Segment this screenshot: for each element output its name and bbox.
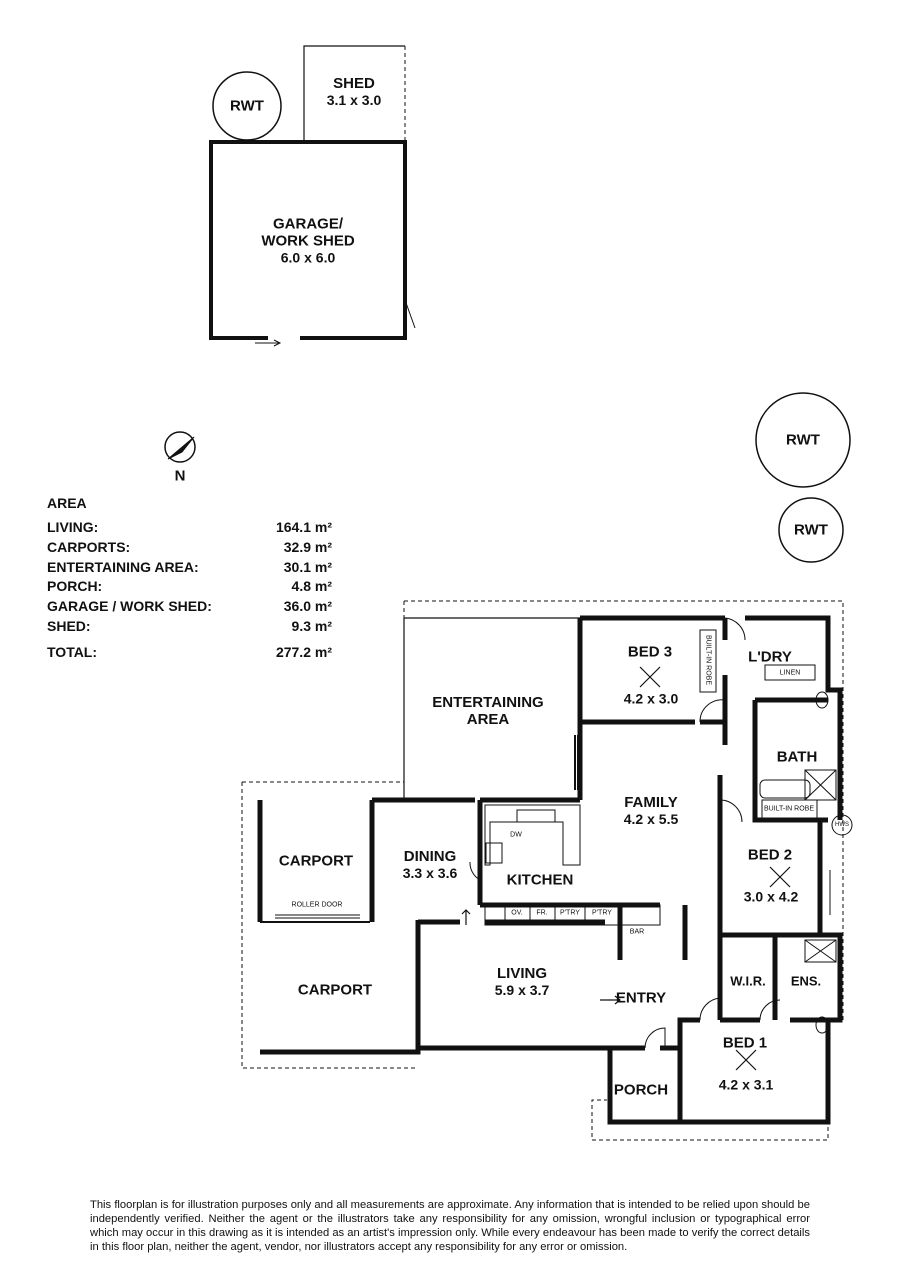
room-carport: CARPORT bbox=[278, 852, 354, 870]
room-bed2-dim: 3.0 x 4.2 bbox=[743, 888, 799, 905]
toilet-icon bbox=[815, 691, 829, 709]
area-value: 30.1 m² bbox=[283, 558, 332, 575]
house-walls bbox=[257, 615, 843, 1125]
area-row: GARAGE / WORK SHED: 36.0 m² bbox=[47, 598, 332, 618]
rwt-label: RWT bbox=[230, 97, 264, 115]
area-table: AREA LIVING: 164.1 m² CARPORTS: 32.9 m² EN… bbox=[47, 495, 332, 664]
robe-label: BUILT-IN ROBE bbox=[763, 805, 815, 813]
area-row: SHED: 9.3 m² bbox=[47, 618, 332, 638]
room-bed3-dim: 4.2 x 3.0 bbox=[623, 690, 679, 707]
toilet-icon bbox=[815, 1016, 829, 1034]
area-row: CARPORTS: 32.9 m² bbox=[47, 539, 332, 559]
rwt-tank bbox=[778, 497, 844, 563]
room-dim: 4.2 x 5.5 bbox=[623, 811, 679, 827]
room-entry: ENTRY bbox=[615, 989, 667, 1007]
oven-label: OV. bbox=[511, 909, 523, 917]
linen bbox=[764, 664, 816, 681]
area-label: SHED: bbox=[47, 617, 91, 634]
disclaimer: This floorplan is for illustration purpo… bbox=[90, 1199, 810, 1253]
area-row: PORCH: 4.8 m² bbox=[47, 578, 332, 598]
bath-tub-icon bbox=[759, 779, 811, 799]
room-name: DINING bbox=[403, 848, 457, 865]
area-value: 164.1 m² bbox=[275, 519, 332, 535]
area-value: 9.3 m² bbox=[291, 617, 332, 634]
area-value: 36.0 m² bbox=[283, 598, 332, 615]
fridge-label: FR. bbox=[536, 909, 548, 917]
area-row: ENTERTAINING AREA: 30.1 m² bbox=[47, 559, 332, 579]
robe-label: BUILT-IN ROBE bbox=[704, 634, 712, 686]
room-bed2-name: BED 2 bbox=[747, 846, 793, 864]
rwt-label: RWT bbox=[794, 521, 828, 539]
cooktop-icon bbox=[485, 842, 503, 864]
roof-outline bbox=[241, 600, 844, 1141]
garage-walls bbox=[209, 140, 407, 340]
room-name: AREA bbox=[466, 711, 510, 728]
area-label: CARPORTS: bbox=[47, 538, 131, 555]
robe bbox=[761, 799, 818, 819]
door-swing bbox=[469, 617, 781, 1049]
shower-icon bbox=[804, 939, 837, 963]
garage-dim: 6.0 x 6.0 bbox=[280, 249, 336, 266]
linen-label: LINEN bbox=[779, 669, 801, 677]
north-compass-icon bbox=[164, 431, 196, 463]
dw-label: DW bbox=[510, 831, 522, 839]
rwt-label: RWT bbox=[786, 431, 820, 449]
arrow-icon bbox=[461, 909, 621, 1005]
sliding-door bbox=[400, 735, 579, 801]
area-label: PORCH: bbox=[47, 578, 103, 595]
ceiling-fan-icon bbox=[639, 666, 791, 1071]
garage-name1: GARAGE/ bbox=[272, 215, 343, 233]
room-bed3-name: BED 3 bbox=[627, 643, 673, 661]
area-row: LIVING: 164.1 m² bbox=[47, 519, 332, 539]
entertaining-outline bbox=[403, 617, 580, 800]
area-title: AREA bbox=[47, 495, 87, 511]
room-carport: CARPORT bbox=[297, 981, 373, 999]
rwt-tank bbox=[755, 392, 851, 488]
kitchen-bench bbox=[484, 804, 581, 866]
area-value: 4.8 m² bbox=[291, 578, 332, 595]
room-bed1-dim: 4.2 x 3.1 bbox=[718, 1076, 774, 1093]
room-porch: PORCH bbox=[613, 1081, 669, 1099]
room-dim: 5.9 x 3.7 bbox=[494, 982, 550, 998]
pantry-label: P'TRY bbox=[560, 909, 580, 917]
pantry-label: P'TRY bbox=[592, 909, 612, 917]
robe bbox=[699, 629, 717, 693]
area-value: 277.2 m² bbox=[275, 643, 332, 660]
garage-name2: WORK SHED bbox=[261, 232, 355, 250]
roller-door-label: ROLLER DOOR bbox=[291, 901, 343, 909]
hws-label: HWS bbox=[835, 822, 849, 828]
shed-dim: 3.1 x 3.0 bbox=[326, 92, 382, 108]
area-value: 32.9 m² bbox=[283, 538, 332, 555]
area-label: GARAGE / WORK SHED: bbox=[47, 598, 212, 615]
room-laundry: L'DRY bbox=[748, 648, 792, 666]
room-name: LIVING bbox=[496, 965, 547, 982]
window bbox=[275, 690, 839, 1121]
area-label: TOTAL: bbox=[47, 643, 98, 660]
shed-outline bbox=[303, 45, 405, 142]
room-bed1-name: BED 1 bbox=[722, 1034, 768, 1052]
room-dim: 3.3 x 3.6 bbox=[402, 865, 458, 881]
bar-label: BAR bbox=[629, 928, 645, 936]
room-name: ENTERTAINING bbox=[432, 694, 544, 711]
shower-icon bbox=[804, 769, 837, 801]
area-total: TOTAL: 277.2 m² bbox=[47, 644, 332, 664]
room-name: FAMILY bbox=[624, 794, 678, 811]
shed-name: SHED bbox=[333, 75, 375, 92]
sink-icon bbox=[516, 809, 556, 823]
area-label: LIVING: bbox=[47, 519, 99, 535]
room-ensuite: ENS. bbox=[790, 973, 822, 989]
north-label: N bbox=[174, 467, 186, 485]
room-wir: W.I.R. bbox=[730, 973, 766, 989]
room-bath: BATH bbox=[776, 748, 818, 766]
area-label: ENTERTAINING AREA: bbox=[47, 558, 199, 575]
room-kitchen: KITCHEN bbox=[506, 871, 574, 889]
hws-icon bbox=[831, 814, 853, 836]
